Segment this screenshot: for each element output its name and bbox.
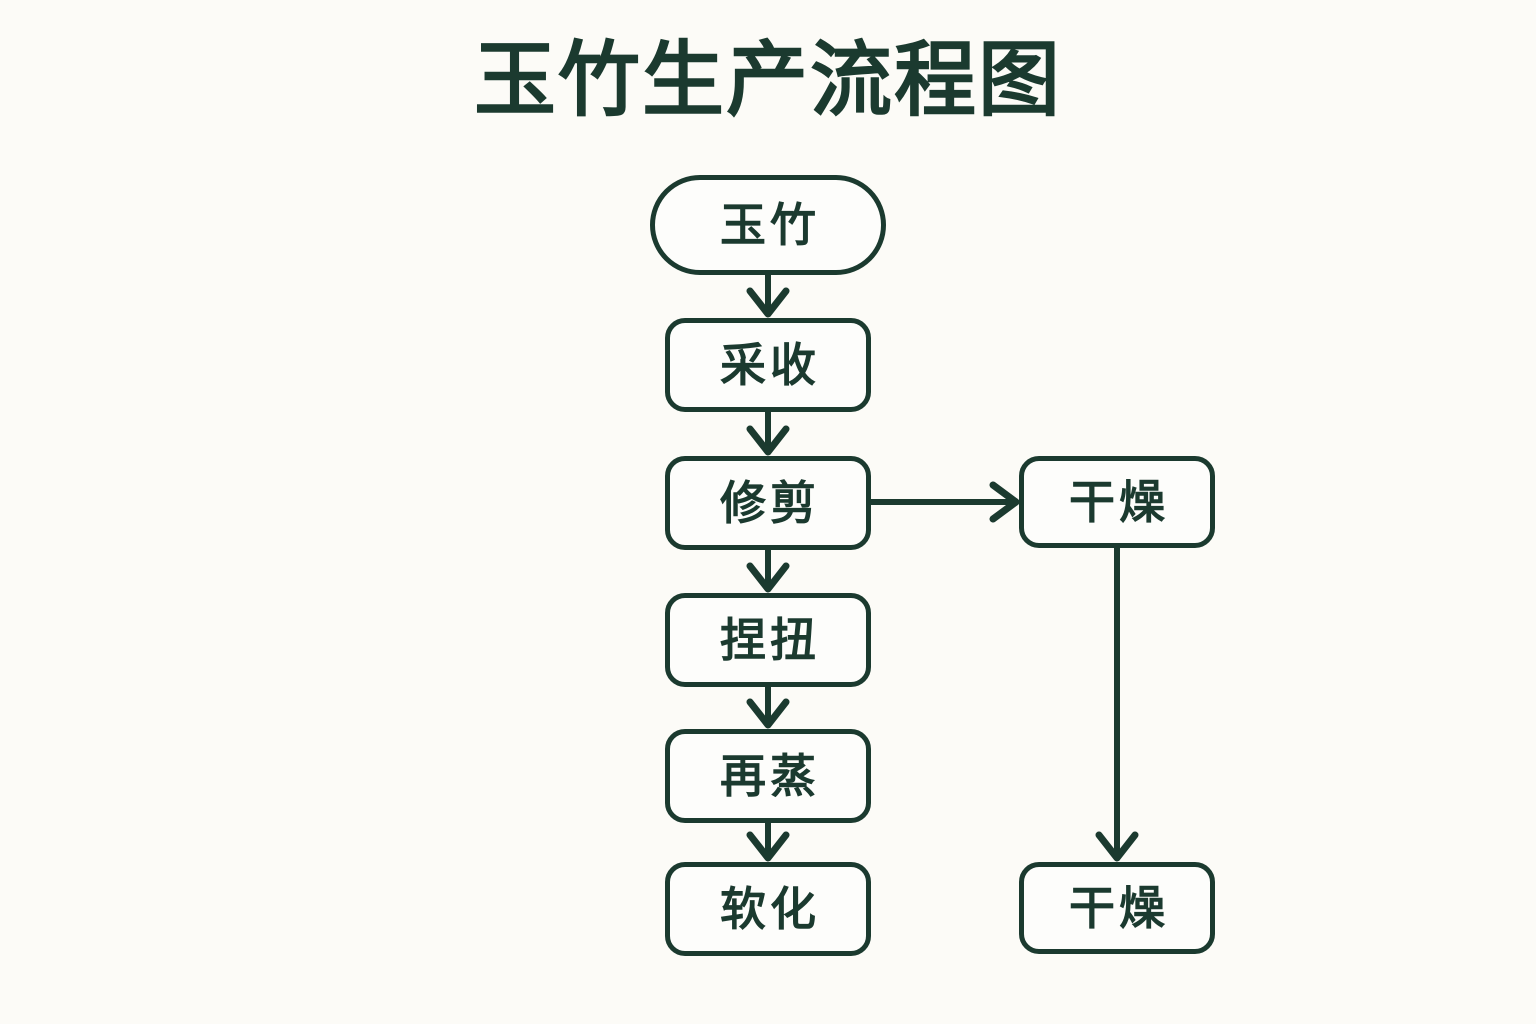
node-label: 修剪: [720, 477, 820, 529]
node-ganzao-1[interactable]: 干燥: [1019, 456, 1215, 548]
page-title: 玉竹生产流程图: [473, 35, 1062, 126]
node-ruanhua[interactable]: 软化: [665, 862, 871, 956]
node-nieniu[interactable]: 捏扭: [665, 593, 871, 687]
node-label: 干燥: [1069, 476, 1169, 528]
node-label: 采收: [720, 339, 820, 391]
edge-n4-n5: [746, 687, 790, 729]
node-yuzhu[interactable]: 玉竹: [650, 175, 886, 275]
edge-n7-n8: [1095, 548, 1139, 862]
node-label: 再蒸: [720, 750, 820, 802]
node-label: 捏扭: [720, 614, 820, 666]
node-xiujian[interactable]: 修剪: [665, 456, 871, 550]
edge-n3-n7: [871, 481, 1020, 523]
edge-n1-n2: [746, 275, 790, 318]
edge-n5-n6: [746, 823, 790, 862]
node-label: 干燥: [1069, 882, 1169, 934]
edge-n3-n4: [746, 550, 790, 593]
node-ganzao-2[interactable]: 干燥: [1019, 862, 1215, 954]
node-label: 软化: [720, 883, 820, 935]
node-zaizheng[interactable]: 再蒸: [665, 729, 871, 823]
node-caishou[interactable]: 采收: [665, 318, 871, 412]
node-label: 玉竹: [720, 199, 820, 251]
edge-n2-n3: [746, 412, 790, 456]
